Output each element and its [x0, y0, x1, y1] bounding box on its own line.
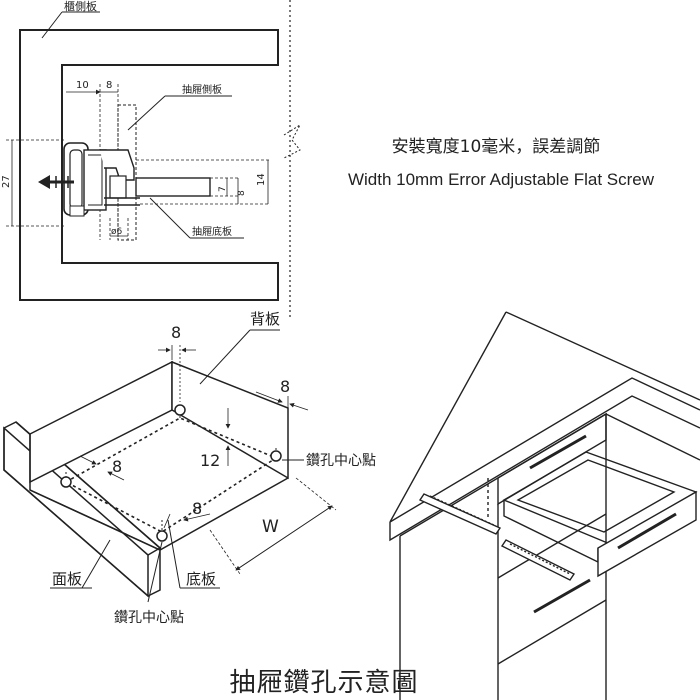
cabinet-side-leader: [41, 11, 63, 39]
caption-chinese: 安裝寬度10毫米，誤差調節: [391, 137, 601, 157]
drawer-bottom-label: 抽屜底板: [192, 225, 232, 238]
drawer-side-label: 抽屜側板: [182, 83, 222, 96]
bottom-panel-label: 底板: [186, 570, 216, 588]
dim-8-top-text: 8: [171, 323, 181, 342]
dim-12-text: 12: [200, 451, 220, 470]
dim-8-front-text: 8: [192, 499, 202, 518]
drill-center-bottom-label: 鑽孔中心點: [114, 610, 184, 626]
cabinet-side-outline: [19, 29, 279, 301]
desk-illustration: [389, 311, 700, 700]
dim-w-text: W: [262, 517, 279, 537]
dim-7-text: 7: [218, 186, 228, 192]
dim-14-text: 14: [256, 173, 267, 186]
cross-section-diagram: 櫃側板 10 8 抽屜側板: [1, 0, 302, 318]
drill-hole-front-right: [156, 530, 168, 542]
drill-hole-back-left: [174, 404, 186, 416]
drawer-side-panel: [117, 104, 137, 241]
drawer-perspective-diagram: 8 背板 8 鑽孔中心點 12 8 8 W 面板: [3, 310, 376, 626]
dim-8-right-text: 8: [280, 377, 290, 396]
drill-center-right-label: 鑽孔中心點: [306, 453, 376, 469]
dim-8-left-text: 8: [112, 457, 122, 476]
back-panel: [29, 360, 173, 484]
back-panel-label: 背板: [250, 310, 280, 328]
dim-10-text: 10: [76, 80, 89, 91]
drawer-bottom-board: [135, 177, 211, 197]
cabinet-side-label: 櫃側板: [64, 0, 97, 13]
dim-27-text: 27: [1, 175, 12, 188]
dim-8-right-text: 8: [237, 190, 247, 196]
caption-english: Width 10mm Error Adjustable Flat Screw: [347, 170, 655, 189]
drill-hole-back-right: [270, 450, 282, 462]
slide-runner: [63, 142, 140, 217]
dim-phi6-text: ø6: [111, 227, 123, 237]
dim-8-top-text: 8: [106, 80, 112, 91]
front-panel-label: 面板: [52, 570, 82, 588]
drill-hole-front-left: [60, 476, 72, 488]
diagram-title: 抽屜鑽孔示意圖: [229, 668, 419, 698]
screw-arrow-icon: [38, 175, 74, 189]
